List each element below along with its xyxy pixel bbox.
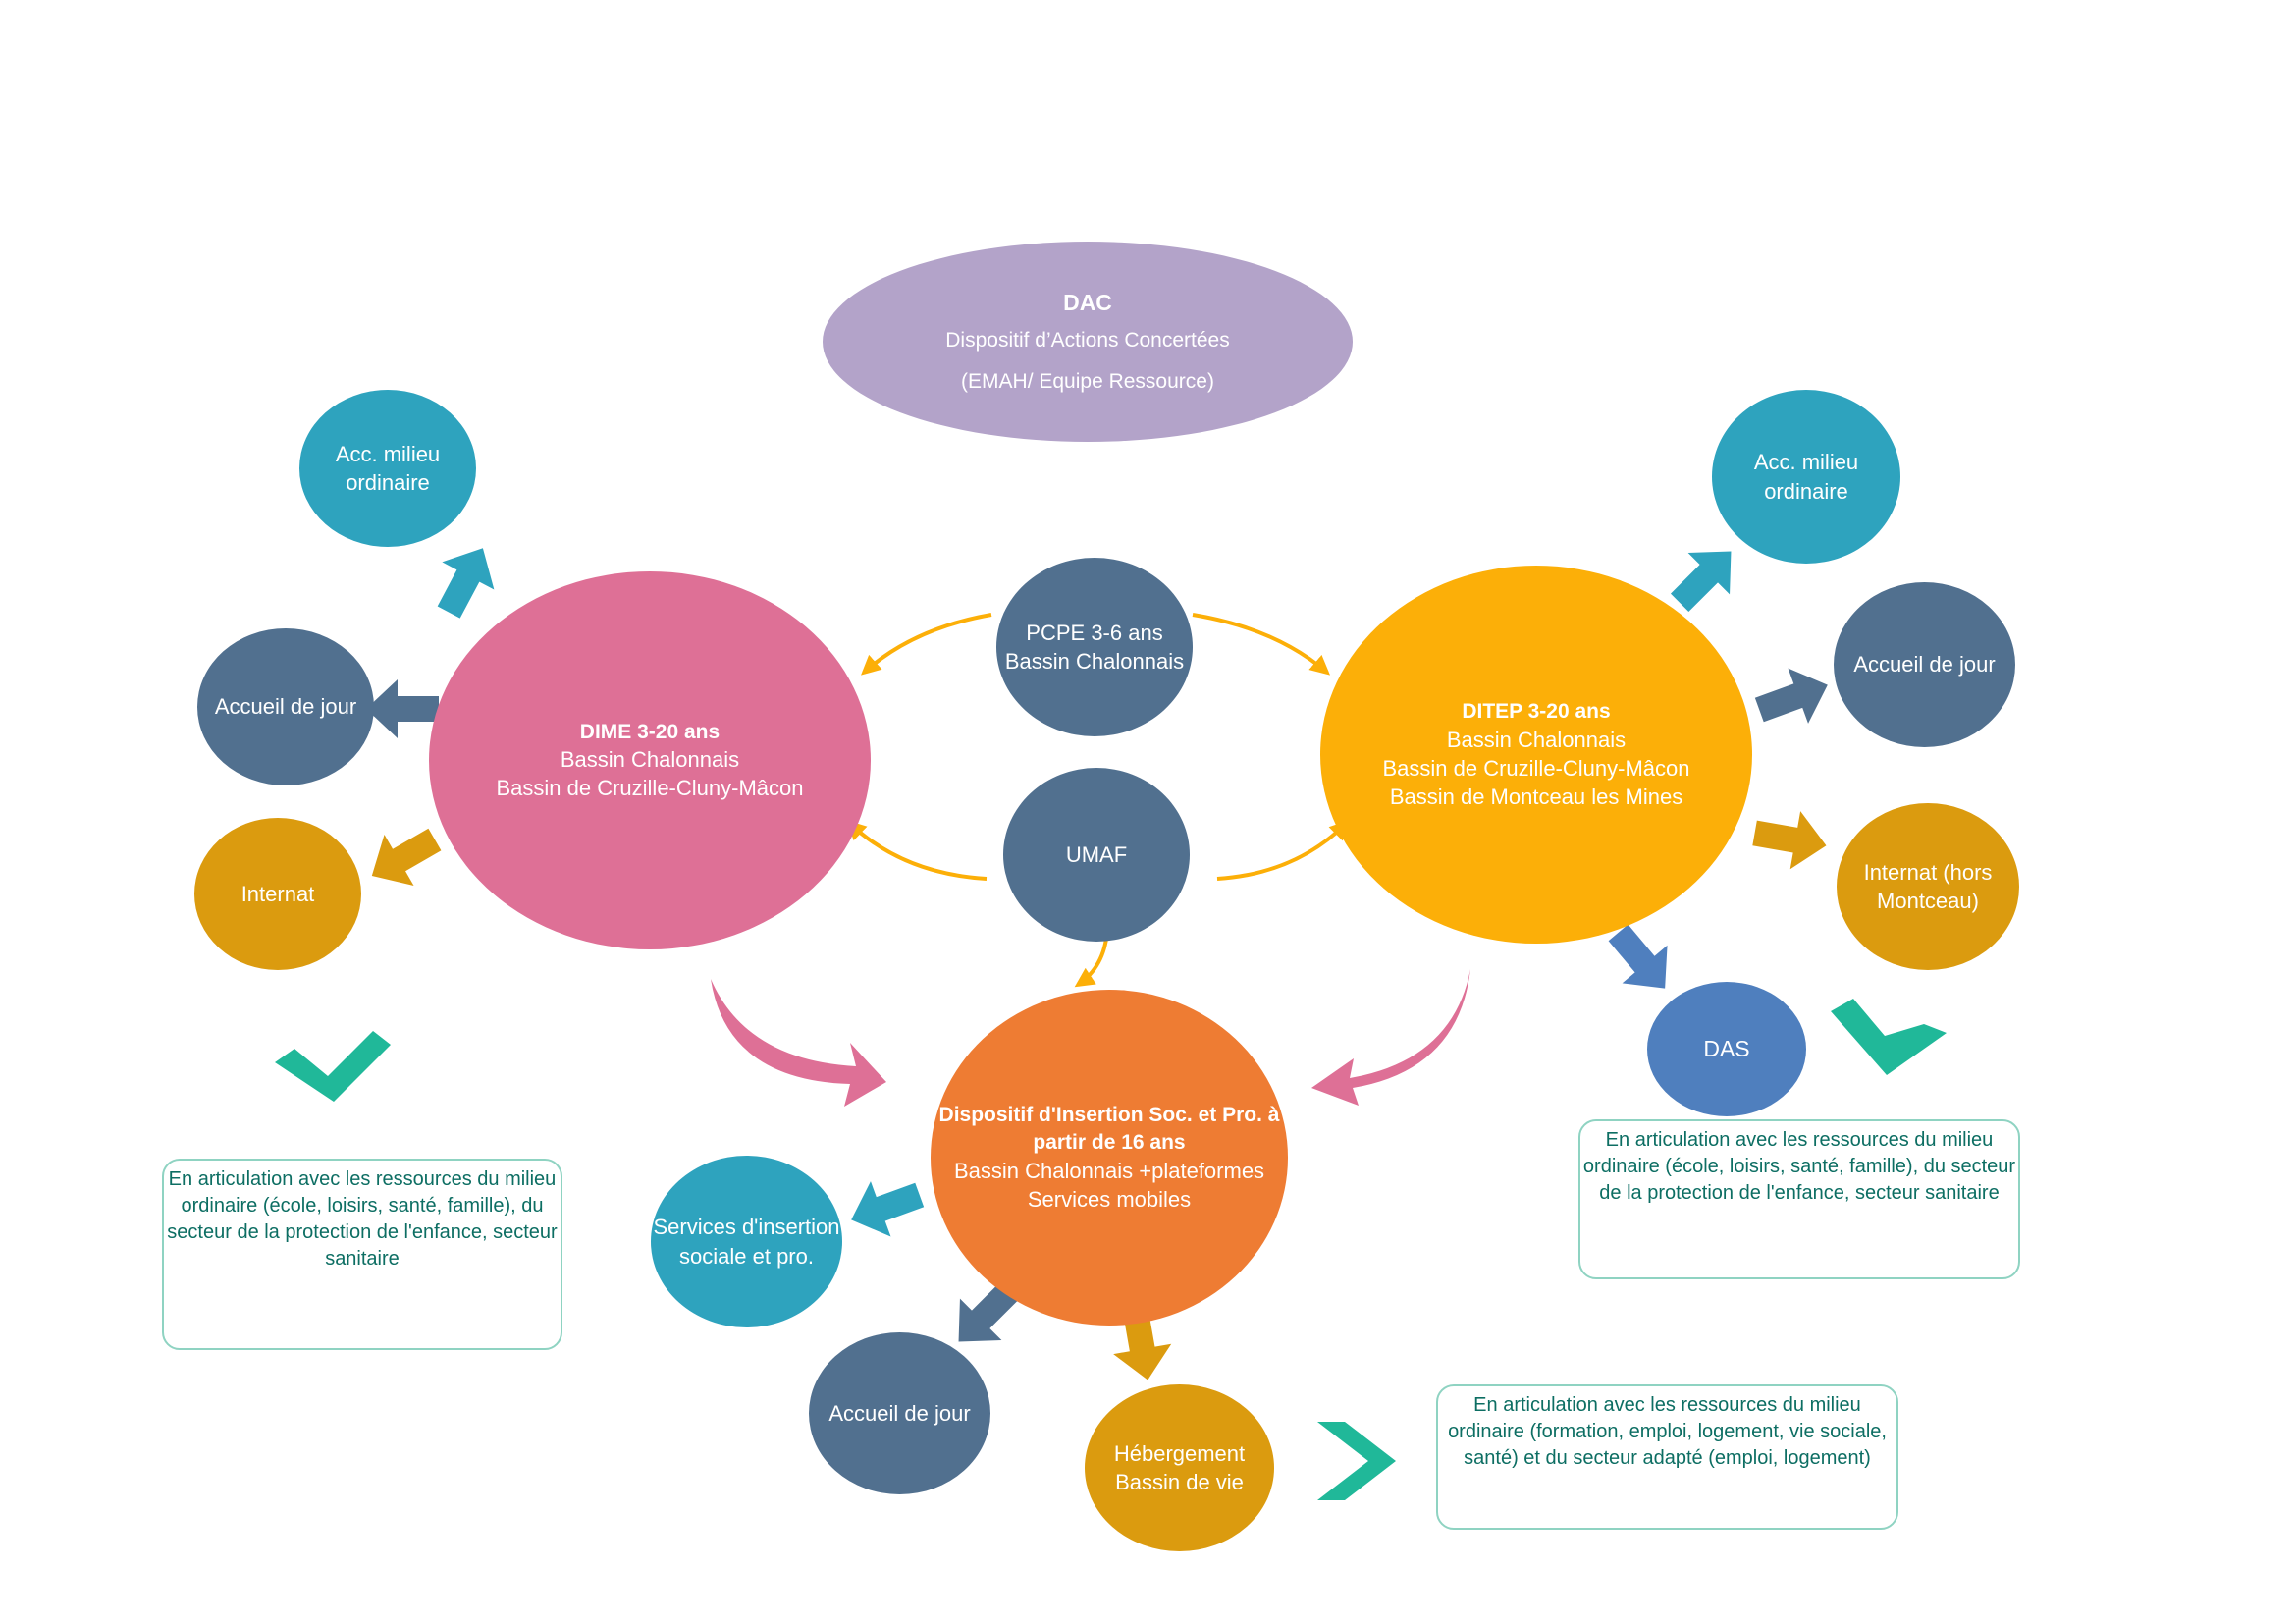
note-bottom: En articulation avec les ressources du m… [1436, 1384, 1898, 1530]
note-right-line2: ordinaire (école, loisirs, santé, famill… [1582, 1156, 2016, 1177]
checkmark-icon-right [1831, 999, 1947, 1075]
arrow-insertion-to-services [851, 1181, 925, 1237]
bottom-heberg-line1: Hébergement [1113, 1440, 1246, 1466]
umaf-node: UMAF [1003, 768, 1190, 942]
arrow-dime-to-accueil-left [366, 679, 439, 738]
right-acc-line1: Acc. milieu [1753, 450, 1859, 475]
umaf-label: UMAF [1065, 841, 1128, 867]
insertion-title2: partir de 16 ans [1033, 1130, 1186, 1154]
pcpe-line1: PCPE 3-6 ans [1026, 620, 1163, 645]
ditep-line1: Bassin Chalonnais [1446, 727, 1627, 752]
right-internat-line1: Internat (hors [1863, 859, 1993, 885]
bottom-accueil-node: Accueil de jour [809, 1332, 990, 1494]
arrow-ditep-to-internat-right [1752, 811, 1827, 870]
dac-title: DAC [1063, 290, 1112, 316]
chevron-right-icon [1317, 1422, 1396, 1500]
curved-arrow-dime-to-insertion [711, 979, 886, 1107]
insertion-title1: Dispositif d'Insertion Soc. et Pro. à [938, 1104, 1280, 1127]
arrow-insertion-to-accueil-bottom [958, 1280, 1020, 1342]
ditep-node: DITEP 3-20 ans Bassin Chalonnais Bassin … [1320, 566, 1752, 944]
note-right-line3: de la protection de l'enfance, secteur s… [1599, 1182, 2000, 1204]
bottom-accueil-label: Accueil de jour [828, 1400, 971, 1426]
right-accueil-label: Accueil de jour [1853, 652, 1996, 677]
das-label: DAS [1703, 1036, 1750, 1062]
bottom-hebergement-node: Hébergement Bassin de vie [1085, 1384, 1274, 1551]
right-accueil-node: Accueil de jour [1834, 582, 2015, 747]
arrow-ditep-to-accueil-right [1754, 668, 1828, 724]
insertion-node: Dispositif d'Insertion Soc. et Pro. à pa… [931, 990, 1288, 1326]
left-acc-milieu-node: Acc. milieu ordinaire [299, 390, 476, 547]
note-left-line2: ordinaire (école, loisirs, santé, famill… [181, 1195, 544, 1217]
pcpe-line2: Bassin Chalonnais [1004, 649, 1185, 674]
left-internat-label: Internat [240, 881, 315, 906]
note-left-line3: secteur de la protection de l'enfance, s… [167, 1221, 558, 1243]
dac-line2: (EMAH/ Equipe Ressource) [961, 370, 1214, 394]
left-acc-line2: ordinaire [346, 470, 430, 495]
bottom-services-line2: sociale et pro. [679, 1243, 814, 1269]
ditep-line2: Bassin de Cruzille-Cluny-Mâcon [1382, 755, 1690, 781]
note-bottom-line1: En articulation avec les ressources du m… [1473, 1394, 1861, 1416]
dime-node: DIME 3-20 ans Bassin Chalonnais Bassin d… [429, 571, 871, 949]
arrow-ditep-to-das [1608, 924, 1668, 989]
curved-arrow-ditep-to-insertion [1311, 969, 1470, 1106]
note-right: En articulation avec les ressources du m… [1578, 1119, 2020, 1279]
dime-line2: Bassin de Cruzille-Cluny-Mâcon [496, 776, 804, 801]
ditep-title: DITEP 3-20 ans [1462, 700, 1611, 724]
arrow-dime-to-acc-left [437, 548, 495, 619]
das-node: DAS [1647, 982, 1806, 1116]
note-bottom-line2: ordinaire (formation, emploi, logement, … [1448, 1421, 1887, 1442]
arrow-insertion-to-hebergement [1113, 1306, 1172, 1380]
note-bottom-line3: santé) et du secteur adapté (emploi, log… [1464, 1447, 1871, 1469]
note-right-line1: En articulation avec les ressources du m… [1605, 1129, 1994, 1151]
left-acc-line1: Acc. milieu [335, 441, 441, 466]
note-left-line1: En articulation avec les ressources du m… [168, 1168, 557, 1190]
insertion-line1: Bassin Chalonnais +plateformes [953, 1158, 1265, 1183]
pcpe-node: PCPE 3-6 ans Bassin Chalonnais [996, 558, 1193, 736]
note-left-line4: sanitaire [325, 1248, 400, 1270]
left-accueil-label: Accueil de jour [214, 694, 357, 720]
dime-line1: Bassin Chalonnais [560, 747, 740, 773]
dime-title: DIME 3-20 ans [579, 720, 721, 743]
right-acc-milieu-node: Acc. milieu ordinaire [1712, 390, 1900, 564]
note-left: En articulation avec les ressources du m… [162, 1159, 562, 1350]
connector-umaf-to-ditep [1216, 820, 1350, 881]
checkmark-icon-left [275, 1031, 391, 1102]
dac-line1: Dispositif d’Actions Concertées [945, 329, 1230, 352]
dac-node: DAC Dispositif d’Actions Concertées (EMA… [823, 242, 1353, 442]
left-accueil-node: Accueil de jour [197, 628, 374, 785]
connector-pcpe-to-dime [861, 613, 992, 676]
insertion-line2: Services mobiles [1027, 1186, 1192, 1212]
connector-umaf-to-dime [846, 820, 988, 881]
connector-pcpe-to-ditep [1192, 613, 1331, 676]
bottom-services-line1: Services d'insertion [653, 1215, 840, 1240]
right-internat-line2: Montceau) [1877, 889, 1979, 913]
ditep-line3: Bassin de Montceau les Mines [1389, 784, 1683, 809]
arrow-ditep-to-acc-right [1670, 551, 1732, 613]
right-acc-line2: ordinaire [1764, 478, 1848, 504]
right-internat-node: Internat (hors Montceau) [1837, 803, 2019, 970]
left-internat-node: Internat [194, 818, 361, 970]
arrow-dime-to-internat-left [371, 828, 442, 886]
bottom-services-node: Services d'insertion sociale et pro. [651, 1156, 842, 1327]
bottom-heberg-line2: Bassin de vie [1115, 1470, 1244, 1494]
